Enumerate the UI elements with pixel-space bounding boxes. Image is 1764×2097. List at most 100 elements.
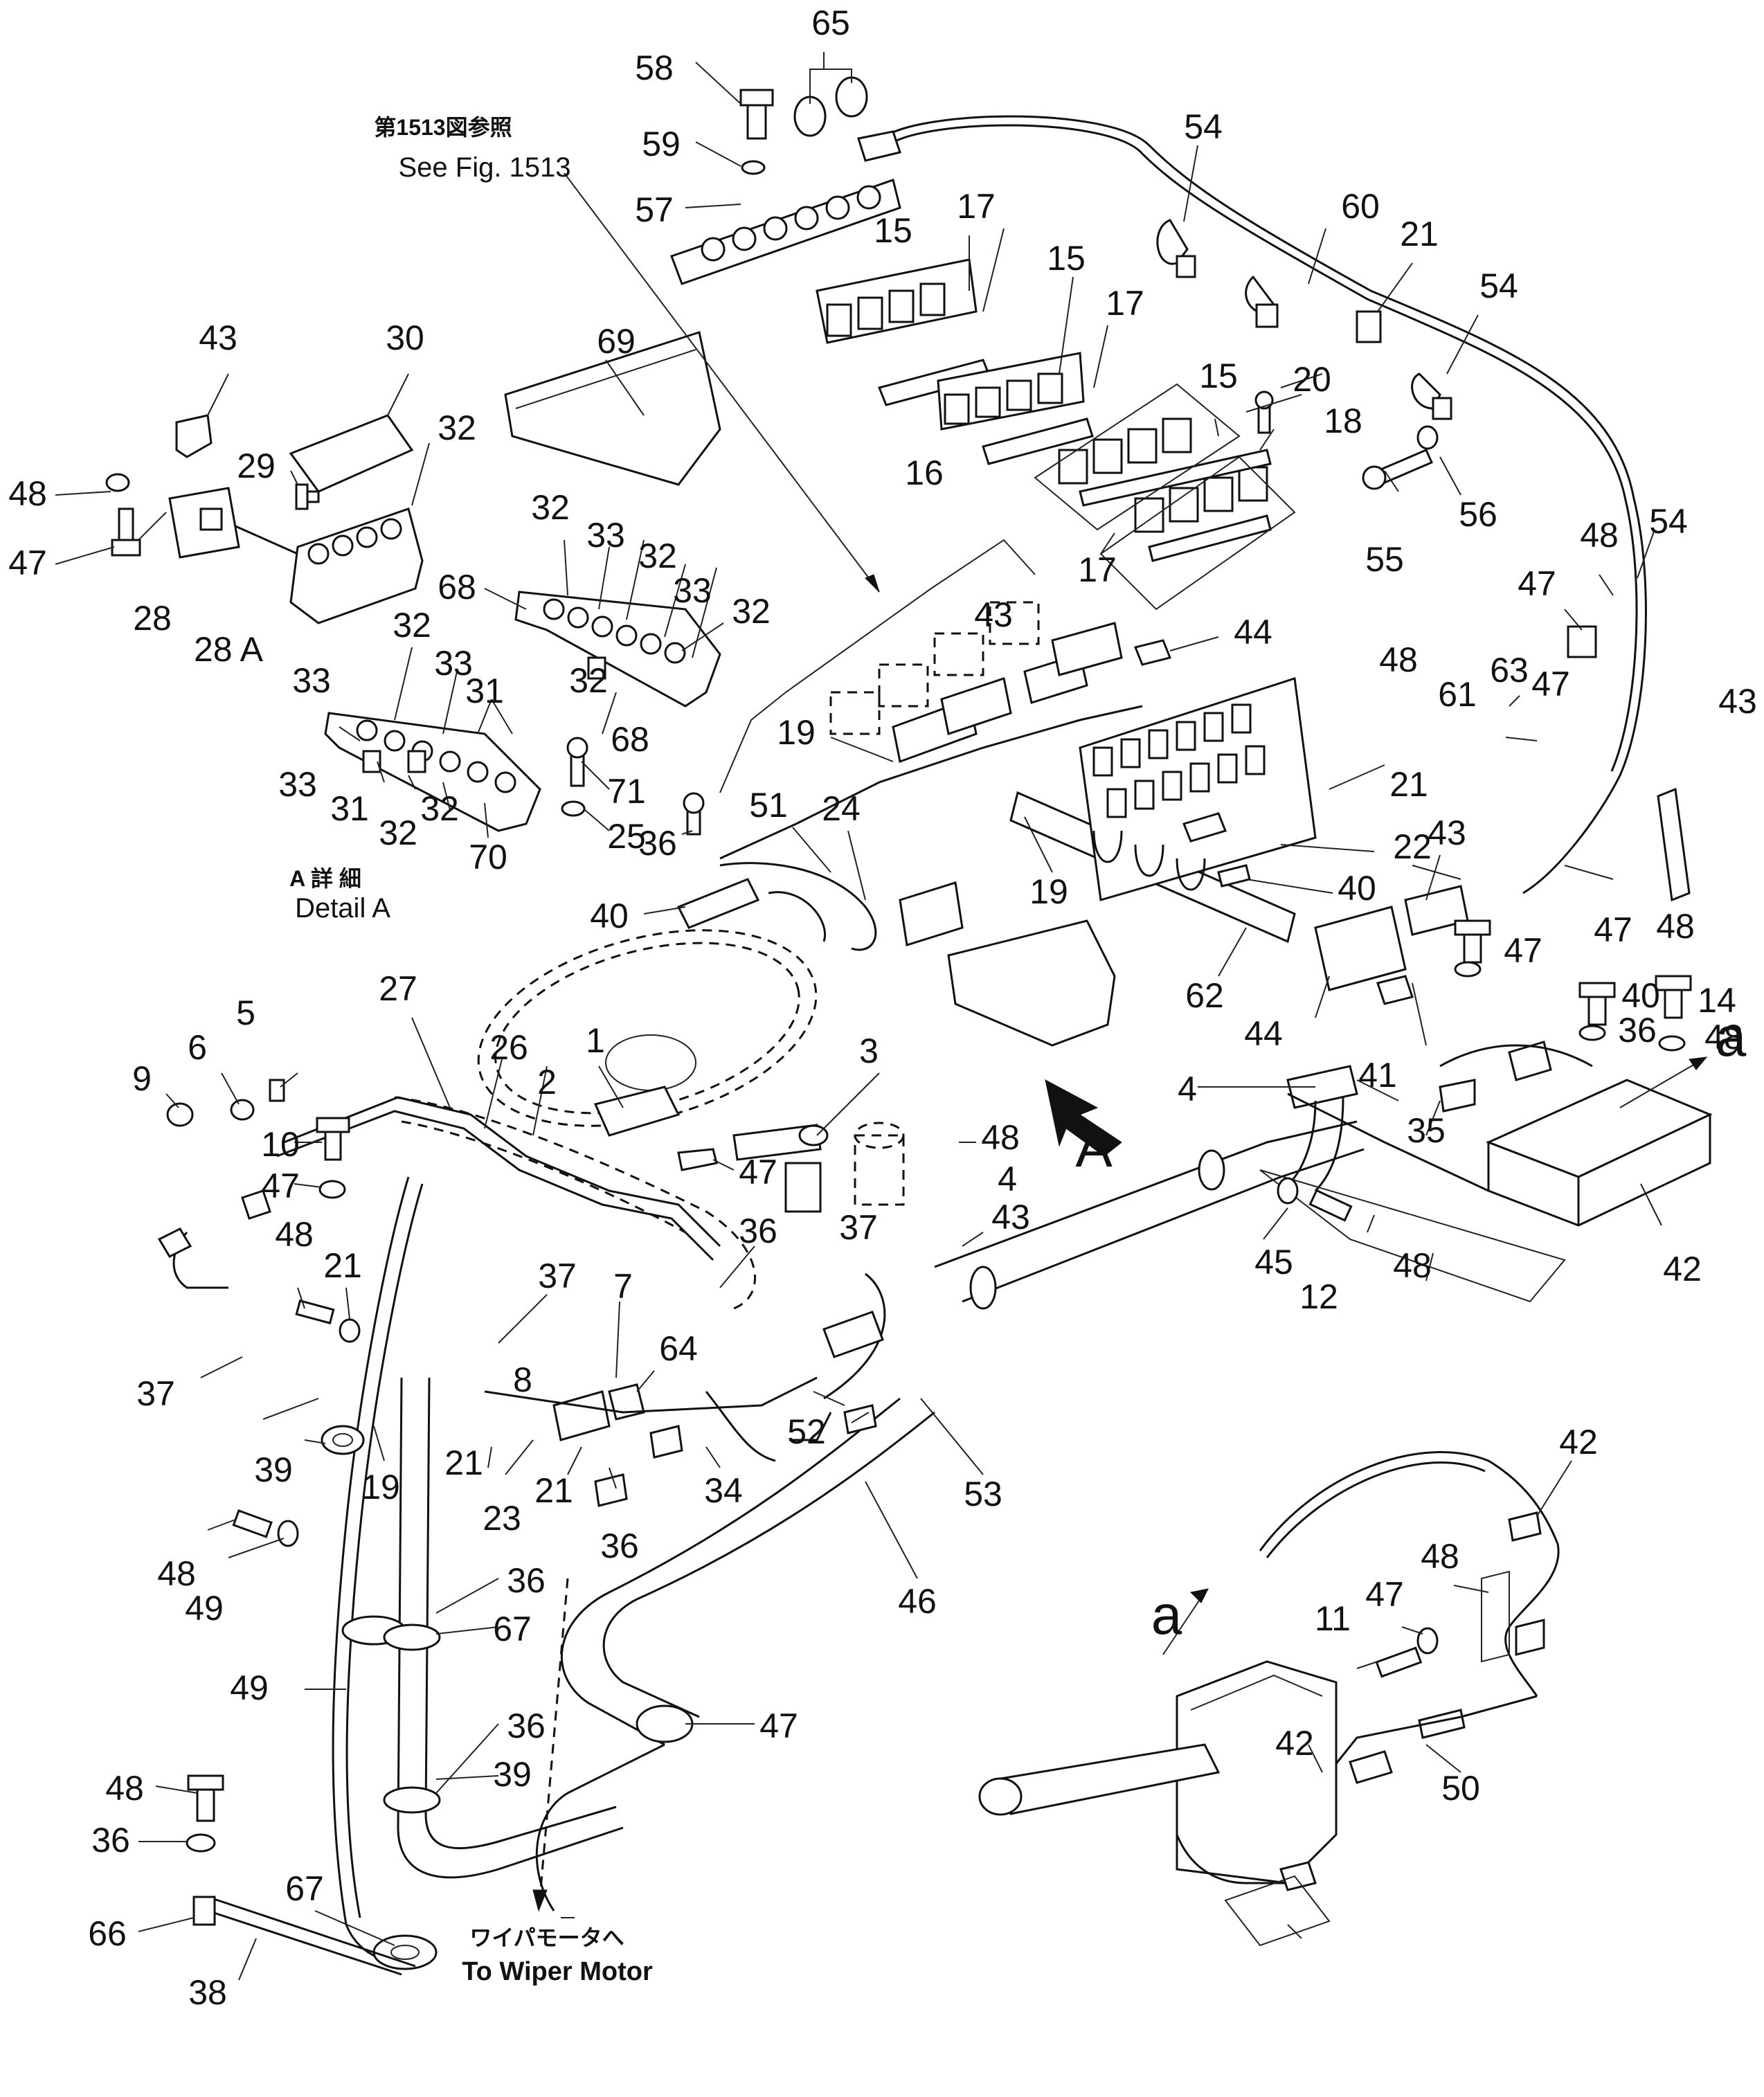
part-label: 39 bbox=[493, 1755, 532, 1794]
part-label: 23 bbox=[483, 1499, 521, 1538]
part-label: 18 bbox=[1324, 402, 1362, 440]
part-label: 32 bbox=[732, 592, 771, 631]
part-label: 36 bbox=[739, 1212, 777, 1250]
part-label: 17 bbox=[957, 187, 996, 226]
connection-a-label: a bbox=[1716, 1006, 1747, 1068]
part-label: 3 bbox=[859, 1032, 879, 1070]
wiper-note-en: To Wiper Motor bbox=[462, 1957, 653, 1986]
part-label: 41 bbox=[1358, 1056, 1397, 1095]
part-label: 11 bbox=[1315, 1599, 1351, 1638]
part-label: 49 bbox=[230, 1668, 269, 1707]
part-label: 12 bbox=[1299, 1277, 1338, 1316]
part-label: 15 bbox=[1199, 357, 1238, 395]
part-labels: 65 58 59 57 54 60 21 54 17 15 15 17 20 1… bbox=[8, 3, 1757, 2012]
leader-lines bbox=[55, 52, 1662, 1981]
part-label: 47 bbox=[1594, 910, 1632, 949]
relay-group-2 bbox=[937, 352, 1085, 431]
part-label: 32 bbox=[379, 813, 417, 852]
part-label: 67 bbox=[493, 1610, 532, 1648]
part-label: 32 bbox=[638, 537, 677, 575]
part-label: 15 bbox=[874, 211, 912, 250]
part-label: 27 bbox=[379, 969, 417, 1008]
part-label: 52 bbox=[787, 1412, 826, 1451]
part-label: 14 bbox=[1698, 981, 1736, 1020]
part-label: 47 bbox=[739, 1153, 777, 1191]
part-label: 48 bbox=[1393, 1246, 1432, 1285]
part-label: 48 bbox=[157, 1554, 196, 1593]
part-label: 36 bbox=[1618, 1011, 1657, 1050]
part-label: 68 bbox=[611, 720, 649, 759]
part-label: 32 bbox=[420, 789, 459, 828]
part-label: 39 bbox=[254, 1450, 293, 1489]
part-label: 21 bbox=[444, 1443, 483, 1482]
part-label: 48 bbox=[1379, 640, 1418, 679]
part-label: 6 bbox=[188, 1028, 207, 1067]
part-label: 36 bbox=[638, 824, 677, 863]
part-label: 38 bbox=[188, 1973, 227, 2012]
part-label: 24 bbox=[822, 789, 861, 828]
part-label: 25 bbox=[607, 817, 646, 856]
part-label: 47 bbox=[759, 1707, 798, 1745]
part-label: 35 bbox=[1407, 1111, 1446, 1150]
part-label: 56 bbox=[1459, 495, 1497, 534]
part-label: 54 bbox=[1479, 267, 1518, 305]
relay-group-1 bbox=[816, 258, 978, 344]
drawing bbox=[105, 76, 1713, 1976]
part-label: 67 bbox=[285, 1869, 324, 1908]
part-label: 8 bbox=[513, 1360, 532, 1399]
part-label: 47 bbox=[1504, 931, 1542, 970]
part-label: 17 bbox=[1106, 284, 1144, 323]
part-label: 40 bbox=[1338, 869, 1376, 908]
part-label: 70 bbox=[469, 838, 507, 876]
part-label: 30 bbox=[386, 318, 424, 357]
detail-a-note-en: Detail A bbox=[295, 893, 390, 924]
part-label: 61 bbox=[1438, 675, 1477, 714]
part-label: 37 bbox=[839, 1208, 878, 1247]
part-label: 9 bbox=[132, 1059, 152, 1098]
part-label: 47 bbox=[1365, 1575, 1404, 1614]
part-label: 22 bbox=[1393, 827, 1432, 866]
part-label: 69 bbox=[597, 322, 636, 361]
part-label: 43 bbox=[1718, 682, 1757, 721]
part-label: 48 bbox=[105, 1769, 144, 1808]
part-label: 7 bbox=[613, 1267, 633, 1306]
part-label: 37 bbox=[538, 1257, 577, 1295]
part-label: 54 bbox=[1649, 502, 1688, 541]
part-label: 40 bbox=[1621, 976, 1660, 1015]
part-label: 68 bbox=[438, 568, 476, 606]
part-label: 48 bbox=[1580, 516, 1619, 555]
part-label: 63 bbox=[1490, 651, 1529, 690]
part-label: 33 bbox=[292, 661, 331, 700]
part-label: 19 bbox=[1029, 872, 1068, 911]
part-label: 31 bbox=[465, 672, 504, 710]
fuse-block bbox=[1079, 677, 1317, 901]
part-label: 58 bbox=[635, 48, 674, 87]
part-label: 4 bbox=[1178, 1070, 1197, 1108]
part-label: 31 bbox=[330, 789, 369, 828]
part-label: 21 bbox=[1400, 215, 1439, 253]
part-label: 48 bbox=[1421, 1537, 1459, 1576]
part-label: 49 bbox=[185, 1589, 224, 1628]
part-label: 20 bbox=[1293, 360, 1331, 399]
part-label: 2 bbox=[537, 1063, 557, 1101]
part-label: 32 bbox=[393, 606, 431, 645]
see-fig-note-jp: 第1513図参照 bbox=[374, 115, 512, 140]
terminal-strip-lower bbox=[324, 712, 541, 832]
part-label: 26 bbox=[489, 1028, 528, 1067]
part-label: 36 bbox=[507, 1561, 546, 1600]
part-label: 32 bbox=[438, 408, 476, 447]
part-label: 33 bbox=[673, 571, 712, 610]
part-label: 36 bbox=[600, 1527, 639, 1565]
wiper-note-jp: ワイパモータへ bbox=[469, 1925, 624, 1950]
part-label: 21 bbox=[1389, 765, 1428, 804]
part-label: 53 bbox=[964, 1475, 1002, 1513]
part-label: 36 bbox=[507, 1707, 546, 1745]
part-label: 17 bbox=[1078, 550, 1117, 589]
part-label: 32 bbox=[569, 661, 608, 700]
part-label: 47 bbox=[8, 543, 47, 582]
part-label: 33 bbox=[434, 644, 473, 683]
part-label: 43 bbox=[1428, 813, 1466, 852]
part-label: 5 bbox=[236, 993, 255, 1032]
part-label: 47 bbox=[1518, 564, 1556, 603]
part-label: 48 bbox=[8, 474, 47, 513]
